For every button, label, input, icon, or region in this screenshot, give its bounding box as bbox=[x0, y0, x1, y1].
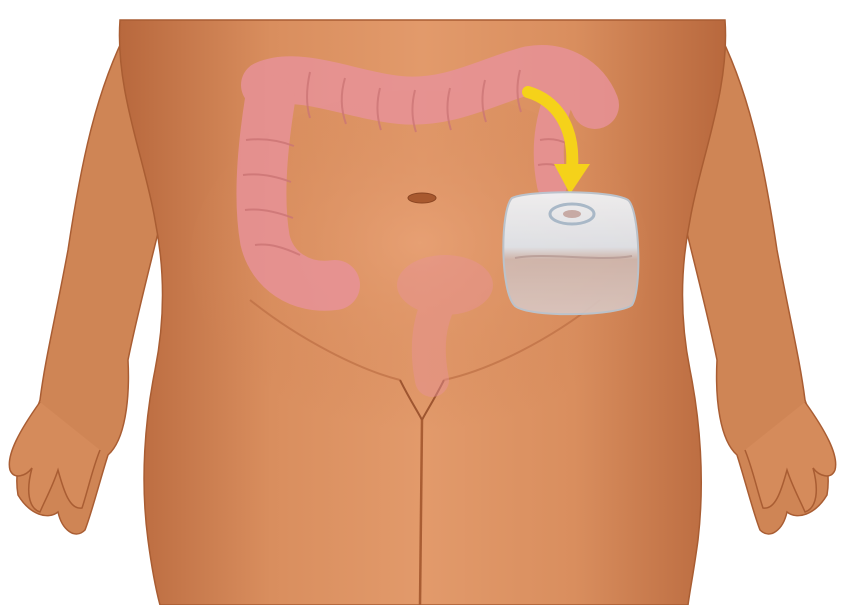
navel bbox=[408, 193, 436, 203]
ostomy-pouch bbox=[503, 192, 638, 314]
